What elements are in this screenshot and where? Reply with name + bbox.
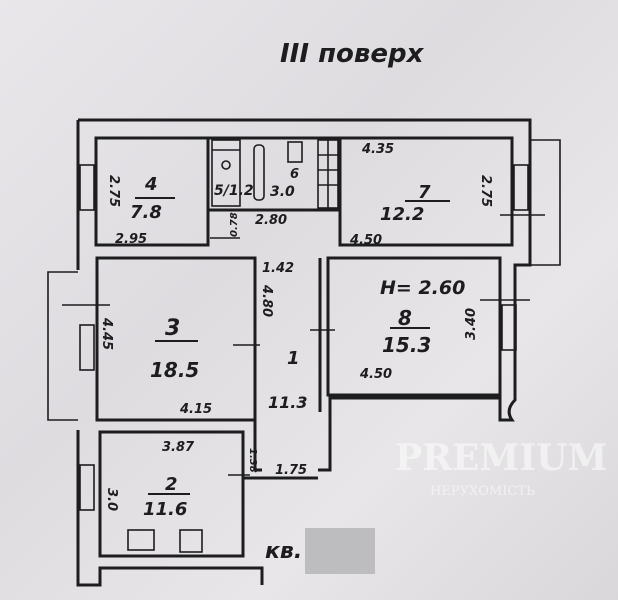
room-7-outline — [338, 136, 514, 247]
room-4-label: 4 7.8 — [130, 174, 175, 223]
svg-text:7: 7 — [418, 182, 431, 203]
bathroom-fixtures — [211, 139, 339, 209]
svg-text:6: 6 — [290, 167, 299, 182]
room-7-label: 7 12.2 — [380, 182, 450, 225]
svg-text:4.45: 4.45 — [99, 317, 114, 350]
floor-title: ІІІ поверх — [280, 39, 425, 69]
tick-lines — [62, 214, 545, 476]
svg-text:2: 2 — [165, 474, 178, 495]
room-2-outline — [98, 430, 245, 558]
svg-text:2.80: 2.80 — [255, 213, 287, 228]
room-8-label: 8 15.3 — [382, 306, 431, 357]
room-1-label: 1 11.3 — [268, 348, 307, 412]
windows — [79, 164, 529, 511]
svg-text:2.75: 2.75 — [478, 175, 493, 207]
dimension-labels: 2.95 2.75 0.78 2.80 4.35 4.50 2.75 1.42 … — [99, 142, 493, 511]
svg-text:8: 8 — [398, 306, 412, 330]
watermark-brand: PREMIUM — [395, 437, 607, 479]
svg-text:4: 4 — [144, 174, 158, 195]
outer-wall — [76, 118, 532, 587]
svg-text:1.38: 1.38 — [247, 448, 258, 473]
svg-text:11.6: 11.6 — [143, 499, 187, 520]
redaction-box — [305, 528, 375, 574]
svg-text:3.0: 3.0 — [270, 184, 295, 200]
svg-text:15.3: 15.3 — [382, 333, 431, 357]
room-5-label: 5/1.2 — [214, 183, 254, 199]
svg-text:2.95: 2.95 — [115, 232, 147, 247]
svg-text:4.50: 4.50 — [359, 367, 392, 382]
svg-text:1: 1 — [287, 348, 300, 369]
svg-text:18.5: 18.5 — [150, 358, 199, 382]
stove-icon — [127, 529, 155, 551]
svg-text:4.50: 4.50 — [349, 233, 382, 248]
svg-text:2.75: 2.75 — [106, 175, 121, 207]
room-8-outline — [326, 256, 502, 397]
balcony-left — [47, 271, 78, 421]
svg-text:0.78: 0.78 — [229, 212, 240, 237]
svg-text:4.15: 4.15 — [179, 402, 212, 417]
svg-text:4.35: 4.35 — [361, 142, 394, 157]
room-2-label: 2 11.6 — [143, 474, 190, 520]
svg-text:1.42: 1.42 — [262, 261, 294, 276]
svg-text:12.2: 12.2 — [380, 204, 424, 225]
svg-text:3.40: 3.40 — [464, 308, 479, 340]
svg-text:3.87: 3.87 — [162, 440, 195, 455]
balcony-right — [530, 139, 561, 266]
apartment-label: кв. — [265, 539, 302, 564]
svg-text:1.75: 1.75 — [275, 463, 307, 478]
room-3-label: 3 18.5 — [150, 316, 199, 382]
corridor-walls — [243, 258, 322, 480]
svg-text:11.3: 11.3 — [268, 393, 307, 412]
svg-text:7.8: 7.8 — [130, 202, 162, 223]
sink-icon — [179, 529, 203, 553]
svg-text:3: 3 — [165, 316, 180, 341]
room-6-label: 6 3.0 — [270, 167, 299, 200]
ceiling-height: H= 2.60 — [380, 277, 465, 299]
watermark-subtitle: НЕРУХОМІСТЬ — [430, 484, 535, 499]
svg-text:3.0: 3.0 — [104, 488, 119, 511]
svg-text:4.80: 4.80 — [259, 284, 274, 317]
